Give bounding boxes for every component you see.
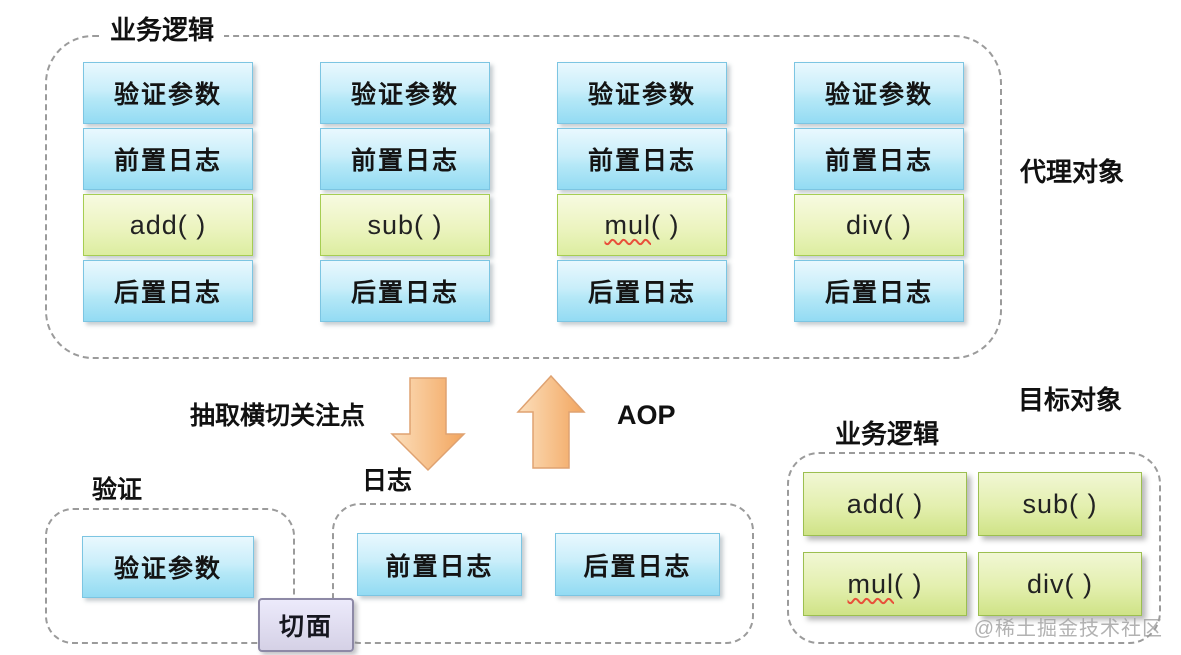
method-parens: ( ): [894, 488, 924, 519]
aspect-tag: 切面: [258, 598, 354, 652]
target-group-border: [787, 452, 1161, 644]
target-group-title: 业务逻辑: [825, 420, 950, 449]
target-method-div-box: div ( ): [978, 552, 1142, 616]
method-parens: ( ): [1064, 568, 1093, 599]
aop-label: AOP: [617, 400, 676, 430]
after-log-box: 后置日志: [794, 260, 964, 322]
validate-params-box: 验证参数: [320, 62, 490, 124]
target-method-add-box: add ( ): [803, 472, 967, 536]
validation-group-border: [45, 508, 295, 644]
method-parens: ( ): [651, 209, 680, 240]
before-log-box: 前置日志: [357, 533, 522, 596]
proxy-column-add: 验证参数 前置日志 add ( ) 后置日志: [83, 62, 253, 326]
proxy-object-label: 代理对象: [1020, 157, 1125, 187]
after-log-box: 后置日志: [83, 260, 253, 322]
target-method-mul-box: mul ( ): [803, 552, 967, 616]
validate-params-box: 验证参数: [83, 62, 253, 124]
method-mul-box: mul ( ): [557, 194, 727, 256]
arrow-down-icon: [390, 377, 466, 472]
before-log-box: 前置日志: [794, 128, 964, 190]
before-log-box: 前置日志: [320, 128, 490, 190]
arrow-up-icon: [516, 374, 586, 469]
method-parens: ( ): [177, 209, 207, 240]
method-parens: ( ): [894, 568, 923, 599]
before-log-box: 前置日志: [83, 128, 253, 190]
after-log-box: 后置日志: [557, 260, 727, 322]
logging-group-border: [332, 503, 754, 644]
validate-params-box: 验证参数: [82, 536, 254, 598]
method-name-misspelled: mul: [604, 209, 652, 240]
before-log-box: 前置日志: [557, 128, 727, 190]
method-parens: ( ): [883, 209, 912, 240]
method-name: sub: [1022, 488, 1070, 519]
method-name: sub: [367, 209, 415, 240]
target-object-label: 目标对象: [1018, 385, 1123, 415]
method-name-misspelled: mul: [847, 568, 895, 599]
after-log-box: 后置日志: [320, 260, 490, 322]
method-name: div: [1027, 568, 1065, 599]
method-name: div: [846, 209, 884, 240]
proxy-group-title: 业务逻辑: [100, 16, 225, 45]
after-log-box: 后置日志: [555, 533, 720, 596]
watermark: @稀土掘金技术社区: [973, 618, 1163, 640]
validate-params-box: 验证参数: [557, 62, 727, 124]
proxy-group-border: [45, 35, 1002, 359]
proxy-column-div: 验证参数 前置日志 div ( ) 后置日志: [794, 62, 964, 326]
method-div-box: div ( ): [794, 194, 964, 256]
proxy-column-sub: 验证参数 前置日志 sub ( ) 后置日志: [320, 62, 490, 326]
proxy-column-mul: 验证参数 前置日志 mul ( ) 后置日志: [557, 62, 727, 326]
extract-crosscut-label: 抽取横切关注点: [190, 402, 366, 430]
validation-group-title: 验证: [82, 476, 153, 505]
method-parens: ( ): [414, 209, 443, 240]
logging-group-title: 日志: [352, 467, 423, 496]
method-add-box: add ( ): [83, 194, 253, 256]
validate-params-box: 验证参数: [794, 62, 964, 124]
target-method-sub-box: sub ( ): [978, 472, 1142, 536]
method-sub-box: sub ( ): [320, 194, 490, 256]
method-name: add: [846, 488, 895, 519]
method-name: add: [129, 209, 178, 240]
method-parens: ( ): [1069, 488, 1098, 519]
